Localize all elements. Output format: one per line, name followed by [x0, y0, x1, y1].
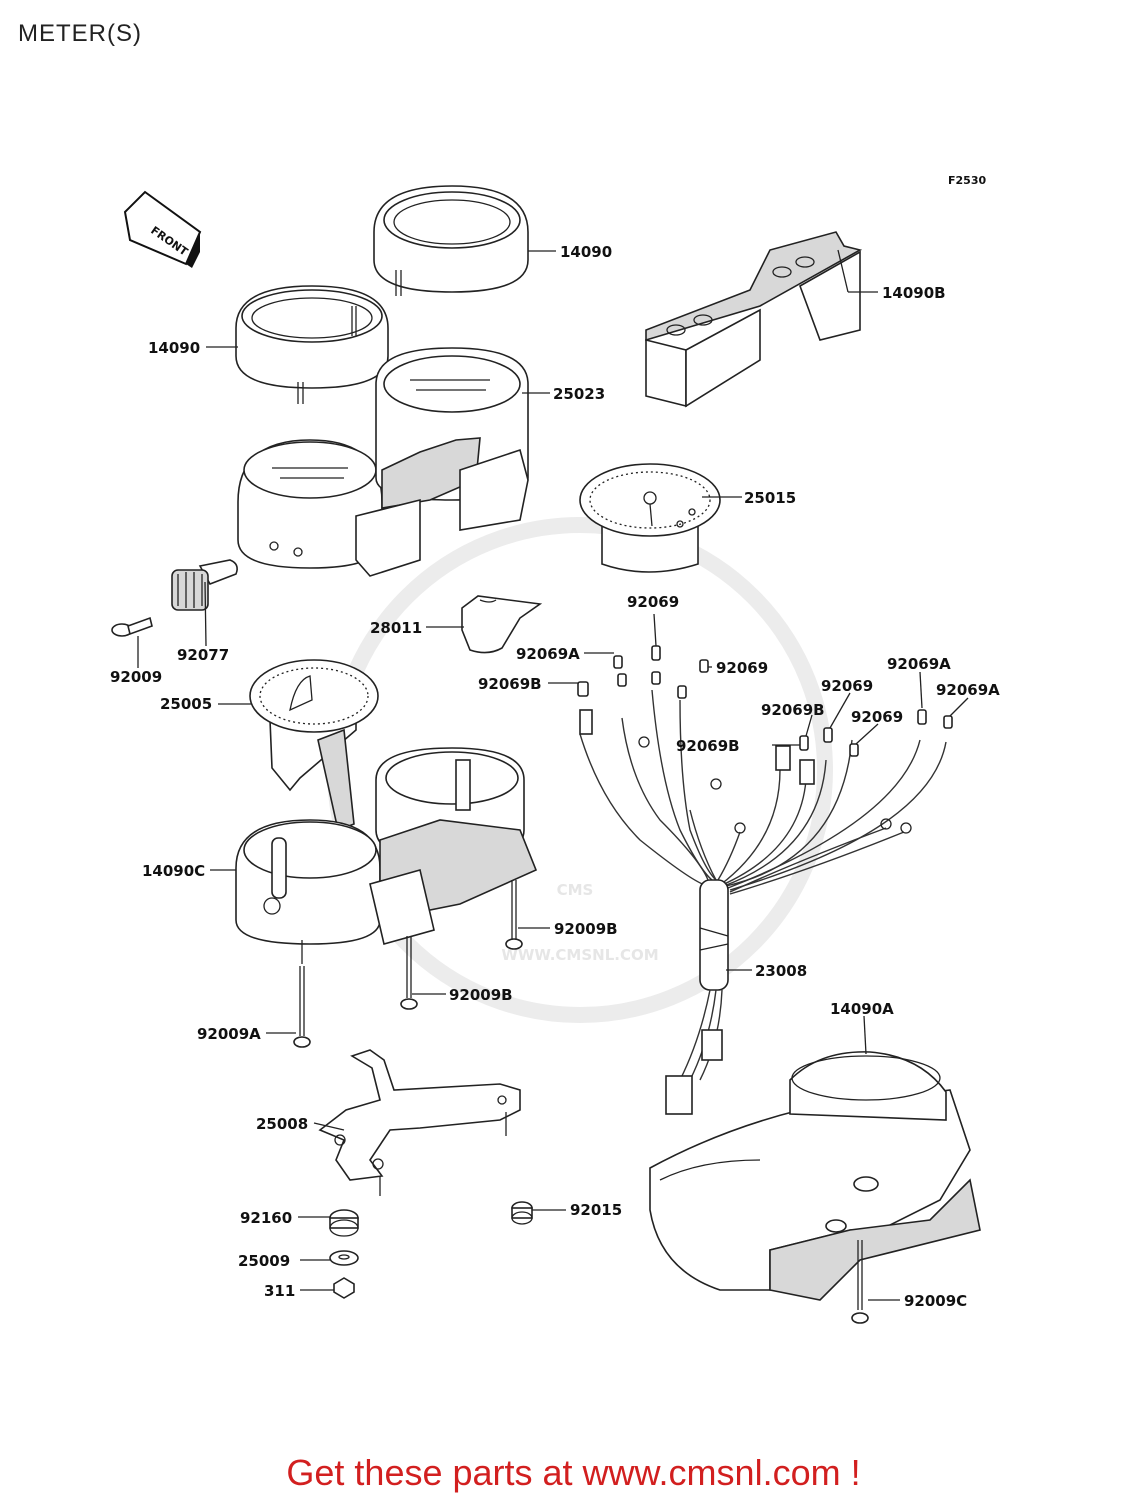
meter-cover-upper [645, 231, 863, 408]
part-label: 92009B [554, 920, 618, 938]
part-label: 92069 [716, 659, 768, 677]
nut-311 [333, 1277, 355, 1299]
screw-92009 [111, 616, 153, 637]
part-label: 14090A [830, 1000, 894, 1018]
washer-25009 [329, 1250, 359, 1266]
part-label: 14090C [142, 862, 205, 880]
part-label: 92160 [240, 1209, 292, 1227]
part-label: 92069B [478, 675, 542, 693]
grommet-92015 [511, 1201, 533, 1225]
part-label: 28011 [370, 619, 422, 637]
part-label: 92069 [851, 708, 903, 726]
part-label: 23008 [755, 962, 807, 980]
drive-gear [171, 559, 238, 611]
part-label: 92069A [516, 645, 580, 663]
part-label: 92009B [449, 986, 513, 1004]
part-label: 92077 [177, 646, 229, 664]
watermark-logo: CMS [557, 881, 594, 899]
grommet-92160 [329, 1209, 359, 1237]
part-label: 14090 [560, 243, 612, 261]
screw-92009b-lower [400, 936, 418, 1010]
part-label: 25015 [744, 489, 796, 507]
screw-92009b-upper [505, 880, 523, 950]
part-label: 14090 [148, 339, 200, 357]
page-title: METER(S) [18, 20, 142, 47]
part-label: 92009 [110, 668, 162, 686]
part-label: 92069A [887, 655, 951, 673]
part-label: 92015 [570, 1201, 622, 1219]
meter-ring-left [235, 285, 389, 404]
part-label: 311 [264, 1282, 295, 1300]
part-label: 92069 [821, 677, 873, 695]
speedometer-gauge [249, 659, 379, 832]
part-labels: 14090 14090B 14090 25023 25015 92069 280… [110, 243, 1000, 1310]
part-label: 92009C [904, 1292, 967, 1310]
leader-lines [137, 249, 969, 1301]
part-label: 25008 [256, 1115, 308, 1133]
part-label: 14090B [882, 284, 946, 302]
part-label: 25005 [160, 695, 212, 713]
indicator-plate [461, 595, 543, 654]
connector-pins [577, 645, 953, 757]
footer-link[interactable]: Get these parts at www.cmsnl.com ! [286, 1452, 861, 1493]
part-label: 92069 [627, 593, 679, 611]
wiring-harness [579, 689, 947, 1115]
screw-92009a [293, 966, 311, 1048]
part-label: 92069B [761, 701, 825, 719]
part-label: 25009 [238, 1252, 290, 1270]
meter-ring-upper [373, 185, 529, 296]
front-arrow-icon: FRONT [123, 190, 202, 268]
part-label: 92069B [676, 737, 740, 755]
meter-bracket [318, 1049, 521, 1196]
meter-case-lower [235, 747, 538, 964]
meter-cover-lower [649, 1051, 981, 1324]
watermark-url: WWW.CMSNL.COM [501, 946, 658, 964]
meter-assembly [237, 347, 529, 577]
part-label: 92009A [197, 1025, 261, 1043]
part-label: 92069A [936, 681, 1000, 699]
figure-code: F2530 [948, 174, 986, 187]
part-label: 25023 [553, 385, 605, 403]
tachometer-gauge [579, 463, 721, 573]
